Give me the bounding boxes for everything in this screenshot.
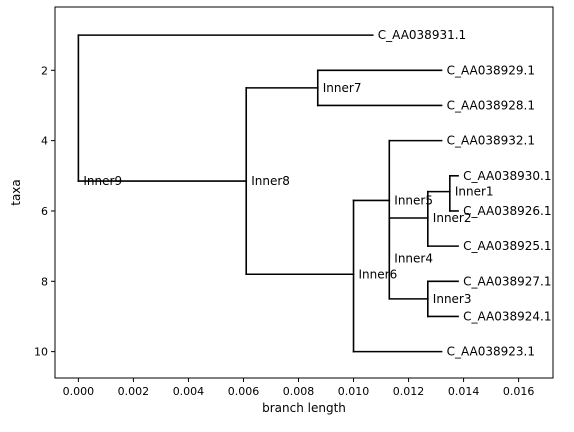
node-label-inner4: Inner4 (394, 251, 433, 265)
node-label-c-aa038924-1: C_AA038924.1 (463, 309, 551, 323)
node-label-inner9: Inner9 (83, 174, 122, 188)
node-label-c-aa038929-1: C_AA038929.1 (447, 63, 535, 77)
x-tick-label: 0.000 (63, 385, 95, 398)
node-label-inner5: Inner5 (394, 193, 433, 207)
x-tick-label: 0.002 (118, 385, 150, 398)
node-label-c-aa038926-1: C_AA038926.1 (463, 204, 551, 218)
x-tick-label: 0.008 (283, 385, 315, 398)
y-tick-label: 4 (41, 135, 48, 148)
node-label-inner6: Inner6 (359, 267, 398, 281)
node-label-c-aa038925-1: C_AA038925.1 (463, 239, 551, 253)
y-axis-label: taxa (9, 179, 23, 206)
node-label-inner8: Inner8 (251, 174, 290, 188)
tree-branches (77, 34, 459, 353)
node-label-inner3: Inner3 (433, 292, 472, 306)
x-axis-label: branch length (262, 401, 346, 415)
node-label-c-aa038927-1: C_AA038927.1 (463, 274, 551, 288)
x-axis-ticks: 0.000 0.002 0.004 0.006 0.008 0.010 0.012 0.014… (63, 378, 535, 398)
y-tick-label: 10 (34, 346, 48, 359)
x-tick-label: 0.004 (173, 385, 205, 398)
y-tick-label: 2 (41, 64, 48, 77)
node-label-inner7: Inner7 (323, 81, 362, 95)
node-label-c-aa038923-1: C_AA038923.1 (447, 345, 535, 359)
x-tick-label: 0.006 (228, 385, 260, 398)
plot-frame (54, 6, 554, 379)
x-tick-label: 0.016 (503, 385, 535, 398)
node-label-c-aa038928-1: C_AA038928.1 (447, 98, 535, 112)
x-tick-label: 0.010 (338, 385, 370, 398)
y-axis-ticks: 2 4 6 8 10 (34, 64, 55, 359)
node-label-c-aa038931-1: C_AA038931.1 (378, 28, 466, 42)
y-tick-label: 6 (41, 205, 48, 218)
x-tick-label: 0.014 (448, 385, 480, 398)
node-label-inner1: Inner1 (455, 185, 494, 199)
node-label-c-aa038930-1: C_AA038930.1 (463, 169, 551, 183)
node-label-inner2: Inner2 (433, 211, 472, 225)
x-tick-label: 0.012 (393, 385, 425, 398)
node-label-c-aa038932-1: C_AA038932.1 (447, 134, 535, 148)
y-tick-label: 8 (41, 275, 48, 288)
